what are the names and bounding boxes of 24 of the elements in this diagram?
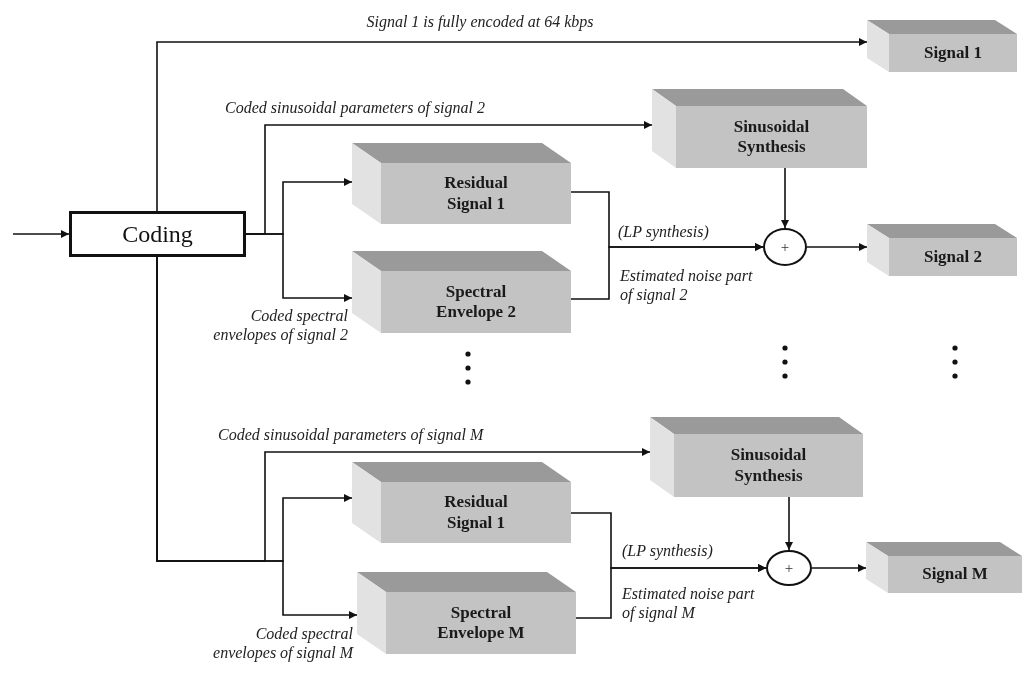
block: Signal 1 [867, 20, 1017, 72]
arrow [156, 256, 358, 619]
block: Signal 2 [867, 224, 1017, 276]
summing-junction: + [766, 550, 812, 586]
block: Spectral Envelope M [357, 572, 576, 654]
arrow [785, 496, 793, 551]
block: Spectral Envelope 2 [352, 251, 571, 333]
arrow [12, 230, 70, 238]
block: Residual Signal 1 [352, 462, 571, 543]
arrow [811, 564, 867, 572]
arrow [806, 243, 868, 251]
block: Signal M [866, 542, 1022, 593]
edge-label: Estimated noise part of signal M [622, 584, 757, 623]
block: Sinusoidal Synthesis [652, 89, 867, 168]
edge-label: Estimated noise part of signal 2 [620, 266, 755, 305]
arrow [570, 243, 764, 300]
arrow [245, 233, 353, 302]
arrow [781, 167, 789, 229]
arrow [575, 564, 767, 619]
arrow [156, 38, 868, 212]
process-box: Coding [69, 211, 246, 257]
block: Sinusoidal Synthesis [650, 417, 863, 497]
block: Residual Signal 1 [352, 143, 571, 224]
summing-junction: + [763, 228, 807, 266]
